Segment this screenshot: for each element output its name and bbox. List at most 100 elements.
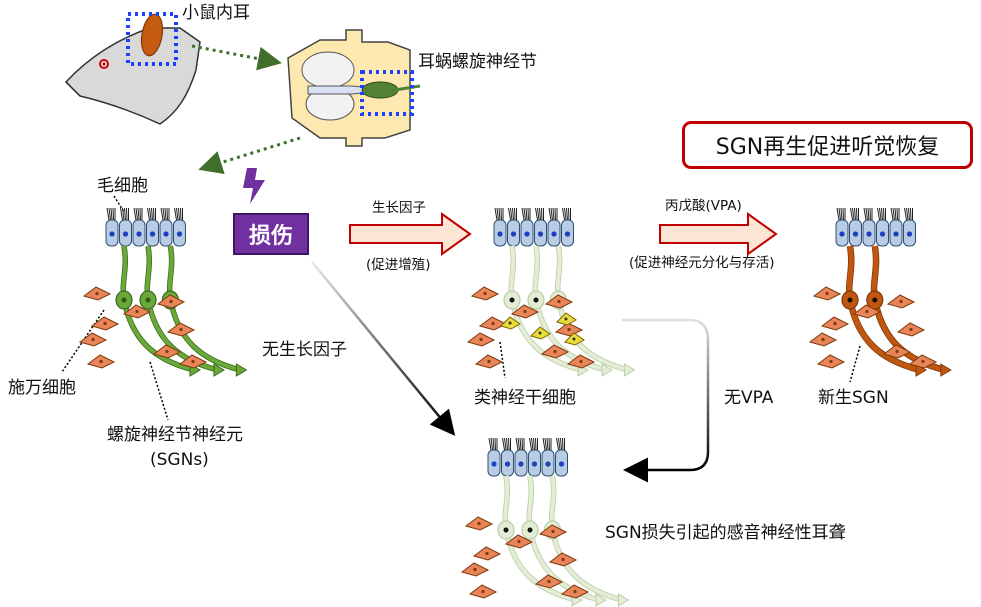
schwann-cell bbox=[544, 294, 574, 309]
hair-cell bbox=[534, 207, 547, 247]
schwann-cell bbox=[466, 332, 496, 347]
hair-cell bbox=[159, 207, 173, 247]
hair-cell bbox=[501, 437, 514, 477]
ear-highlight-box bbox=[126, 12, 178, 66]
schwann-cell bbox=[566, 354, 596, 369]
label-mouse-inner-ear: 小鼠内耳 bbox=[182, 3, 250, 23]
schwann-cell bbox=[470, 286, 500, 301]
schwann-cell bbox=[820, 316, 850, 331]
hair-cell bbox=[146, 207, 159, 247]
hair-cell bbox=[514, 437, 528, 477]
hair-cell bbox=[889, 207, 903, 247]
schwann-cell bbox=[122, 304, 152, 319]
spiral-ganglion-neuron bbox=[161, 245, 248, 377]
mouse-head-illustration bbox=[64, 13, 201, 125]
spiral-ganglion-neuron bbox=[866, 245, 952, 377]
hair-cell bbox=[862, 207, 876, 247]
hair-cell bbox=[849, 207, 862, 247]
hearing-loss-cell-group bbox=[460, 437, 630, 607]
stem-like-cell bbox=[530, 326, 551, 340]
schwann-cell bbox=[812, 286, 842, 301]
injury-badge: 损伤 bbox=[233, 213, 309, 255]
label-no-vpa: 无VPA bbox=[724, 388, 774, 408]
hair-cell bbox=[173, 207, 186, 247]
schwann-cell bbox=[908, 354, 938, 369]
schwann-cell bbox=[554, 322, 584, 337]
schwann-cell bbox=[538, 524, 568, 539]
hair-cell bbox=[493, 207, 507, 247]
schwann-cell bbox=[852, 304, 882, 319]
hair-cell bbox=[561, 207, 574, 247]
regenerated-cell-group bbox=[808, 207, 952, 377]
schwann-cell bbox=[510, 304, 540, 319]
label-hair-cell: 毛细胞 bbox=[97, 176, 148, 196]
ganglion-highlight-box bbox=[360, 70, 414, 116]
hair-cell bbox=[835, 207, 849, 247]
hair-cell bbox=[528, 437, 541, 477]
leader-stem-cell bbox=[499, 341, 506, 379]
schwann-cell bbox=[166, 322, 196, 337]
schwann-cell bbox=[540, 344, 570, 359]
dotted-arrow-cochlea-to-cells bbox=[198, 136, 301, 175]
hair-cell bbox=[555, 437, 568, 477]
hair-cell bbox=[547, 207, 561, 247]
schwann-cell bbox=[882, 344, 912, 359]
schwann-cell bbox=[504, 534, 534, 549]
label-hearing-loss: SGN损失引起的感音神经性耳聋 bbox=[605, 523, 846, 543]
hair-cell bbox=[876, 207, 889, 247]
schwann-cell bbox=[82, 286, 112, 301]
hair-cell bbox=[105, 207, 119, 247]
hair-cell bbox=[119, 207, 132, 247]
schwann-cell bbox=[472, 546, 502, 561]
label-spiral-ganglion: 耳蜗螺旋神经节 bbox=[418, 52, 537, 72]
schwann-cell bbox=[152, 344, 182, 359]
schwann-cell bbox=[90, 316, 120, 331]
label-neural-stem-like: 类神经干细胞 bbox=[474, 388, 576, 408]
schwann-cell bbox=[896, 322, 926, 337]
schwann-cell bbox=[460, 562, 490, 577]
stem-like-cell bbox=[556, 312, 577, 326]
label-promote-proliferation: (促进增殖) bbox=[366, 257, 431, 273]
schwann-cell bbox=[464, 516, 494, 531]
leader-hair-cell bbox=[113, 195, 125, 213]
label-new-sgn: 新生SGN bbox=[818, 388, 889, 408]
label-vpa: 丙戊酸(VPA) bbox=[665, 198, 742, 214]
label-sgn-line2: (SGNs) bbox=[150, 450, 209, 470]
regeneration-outcome-box: SGN再生促进听觉恢复 bbox=[682, 121, 973, 169]
hair-cell bbox=[541, 437, 555, 477]
hair-cell bbox=[520, 207, 534, 247]
schwann-cell bbox=[808, 332, 838, 347]
injury-lightning-icon bbox=[243, 168, 265, 204]
schwann-cell bbox=[78, 332, 108, 347]
label-no-growth-factor: 无生长因子 bbox=[262, 340, 347, 360]
label-schwann-cell: 施万细胞 bbox=[8, 378, 76, 398]
schwann-cell bbox=[156, 294, 186, 309]
schwann-cell bbox=[816, 354, 846, 369]
label-sgn-line1: 螺旋神经节神经元 bbox=[107, 425, 243, 445]
label-growth-factor: 生长因子 bbox=[372, 200, 426, 216]
stem-cell-group bbox=[466, 207, 636, 377]
cochlea-cross-section bbox=[287, 29, 421, 147]
hair-cell bbox=[487, 437, 501, 477]
schwann-cell bbox=[534, 574, 564, 589]
schwann-cell bbox=[468, 584, 498, 599]
no-vpa-arrow bbox=[622, 318, 710, 483]
healthy-cell-group bbox=[78, 207, 248, 377]
schwann-cell bbox=[86, 354, 116, 369]
stem-like-cell bbox=[500, 316, 521, 330]
dotted-arrow-ear-to-cochlea bbox=[191, 44, 282, 71]
hair-cell bbox=[132, 207, 146, 247]
leader-new-sgn bbox=[849, 345, 861, 383]
spiral-ganglion-neuron bbox=[841, 245, 927, 377]
schwann-cell bbox=[178, 354, 208, 369]
stem-like-cell bbox=[564, 332, 585, 346]
hair-cell bbox=[507, 207, 520, 247]
leader-sgn bbox=[149, 361, 169, 421]
no-growth-factor-arrow bbox=[311, 261, 456, 436]
schwann-cell bbox=[478, 316, 508, 331]
growth-factor-arrow bbox=[349, 212, 472, 256]
schwann-cell bbox=[560, 584, 590, 599]
schwann-cell bbox=[548, 552, 578, 567]
hair-cell bbox=[903, 207, 916, 247]
